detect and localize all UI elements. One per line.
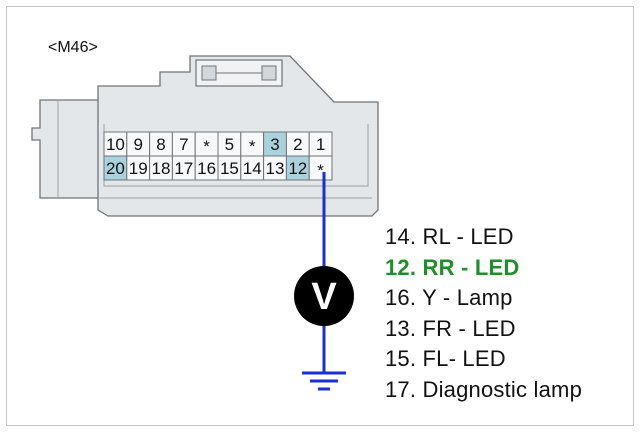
pin-label: 8 (156, 135, 165, 154)
pin-label: 13 (266, 159, 285, 178)
pin-label: 2 (293, 135, 302, 154)
pin-label: 5 (225, 135, 234, 154)
pin-label: * (317, 161, 324, 180)
pin-label: 3 (270, 135, 279, 154)
legend-item: 13. FR - LED (385, 315, 516, 341)
pin-label: 16 (197, 159, 216, 178)
pin-label: * (249, 137, 256, 156)
pin-label: 19 (129, 159, 148, 178)
legend-item: 16. Y - Lamp (385, 285, 513, 310)
connector-label: <M46> (48, 39, 98, 56)
pin-legend: 14. RL - LED 12. RR - LED 16. Y - Lamp 1… (385, 222, 635, 405)
pin-label: 20 (106, 159, 125, 178)
pin-label: 10 (106, 135, 125, 154)
pin-label: 15 (220, 159, 239, 178)
pin-cell (308, 155, 333, 181)
pin-label: 1 (316, 135, 325, 154)
voltmeter: V (294, 266, 354, 326)
pin-label: * (203, 137, 210, 156)
pin-label: 9 (133, 135, 142, 154)
pin-label: 17 (174, 159, 193, 178)
voltmeter-symbol: V (311, 276, 337, 318)
legend-item: 14. RL - LED (385, 224, 514, 249)
pin-label: 12 (288, 159, 307, 178)
legend-item: 17. Diagnostic lamp (385, 376, 583, 402)
ground-symbol (302, 371, 346, 391)
pin-label: 18 (152, 159, 171, 178)
legend-item: 15. FL- LED (385, 346, 506, 371)
legend-item-highlighted: 12. RR - LED (385, 254, 520, 280)
pin-label: 14 (243, 159, 262, 178)
pin-label: 7 (179, 135, 188, 154)
